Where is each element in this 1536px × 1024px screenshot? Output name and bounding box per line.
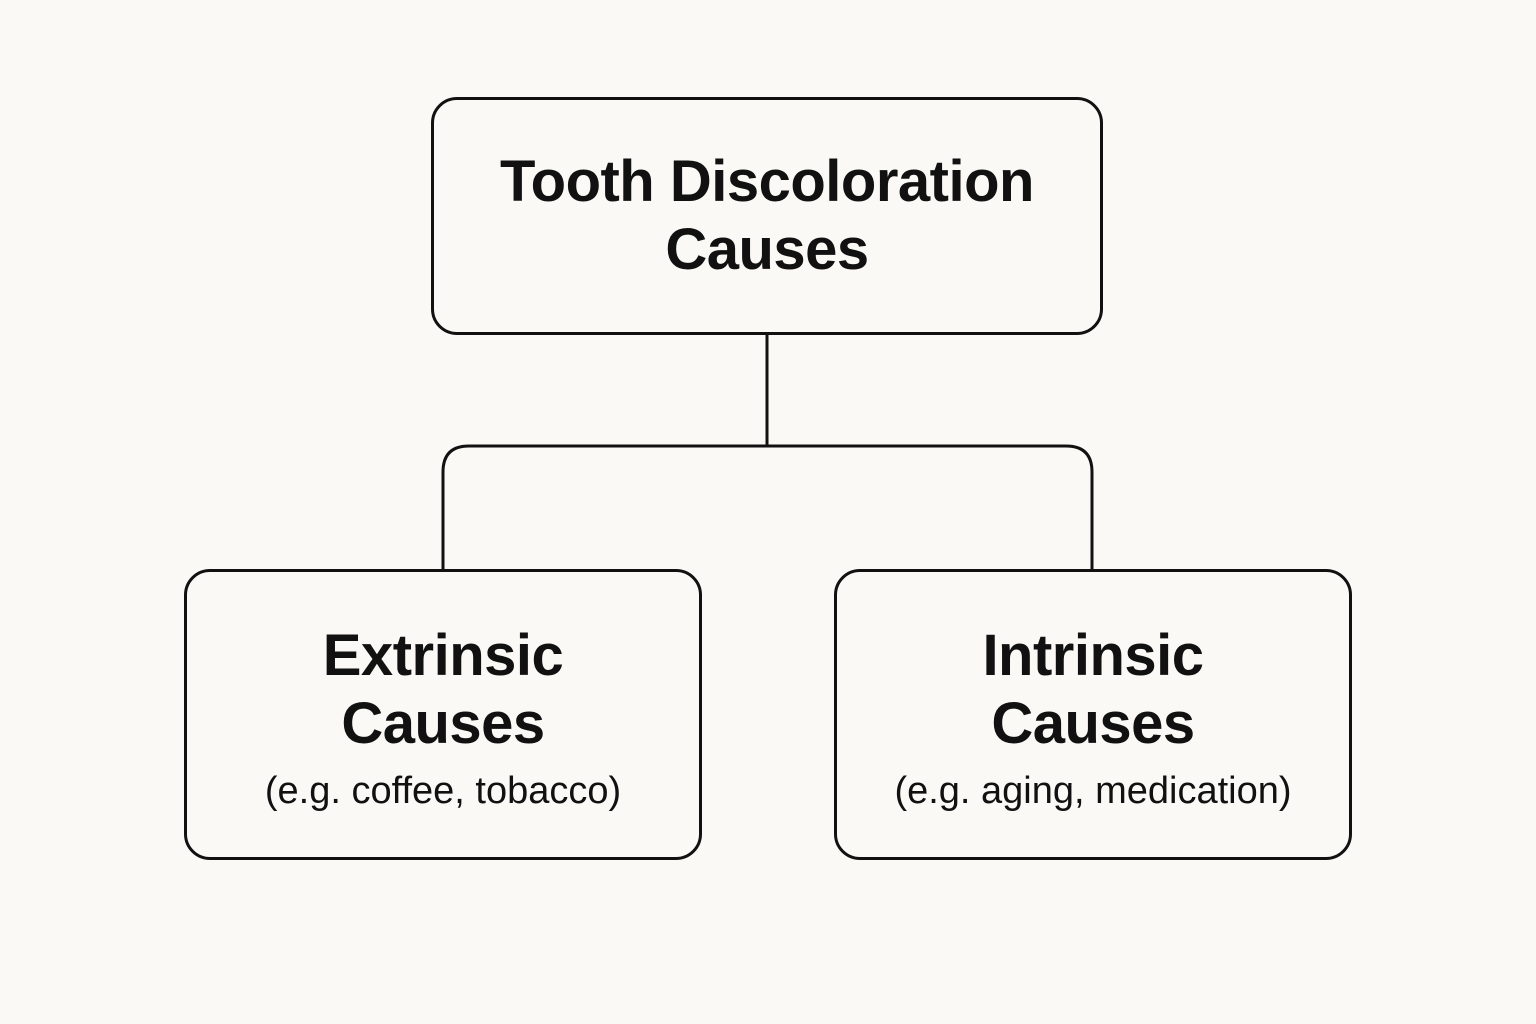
intrinsic-title-line-2: Causes: [991, 690, 1195, 756]
intrinsic-node-box: Intrinsic Causes (e.g. aging, medication…: [834, 569, 1352, 860]
root-node-box: Tooth Discoloration Causes: [431, 97, 1103, 335]
root-title-line-1: Tooth Discoloration: [500, 149, 1034, 214]
extrinsic-node-box: Extrinsic Causes (e.g. coffee, tobacco): [184, 569, 702, 860]
extrinsic-node-title: Extrinsic Causes: [323, 622, 564, 758]
intrinsic-title-line-1: Intrinsic: [982, 622, 1204, 688]
extrinsic-examples: (e.g. coffee, tobacco): [264, 769, 622, 812]
extrinsic-title-line-2: Causes: [341, 690, 545, 756]
branch-bracket-line: [441, 444, 1094, 569]
intrinsic-examples: (e.g. aging, medication): [894, 769, 1292, 812]
extrinsic-title-line-1: Extrinsic: [322, 622, 564, 688]
root-node-title: Tooth Discoloration Causes: [500, 148, 1034, 284]
root-title-line-2: Causes: [665, 217, 869, 282]
intrinsic-node-title: Intrinsic Causes: [982, 622, 1204, 758]
